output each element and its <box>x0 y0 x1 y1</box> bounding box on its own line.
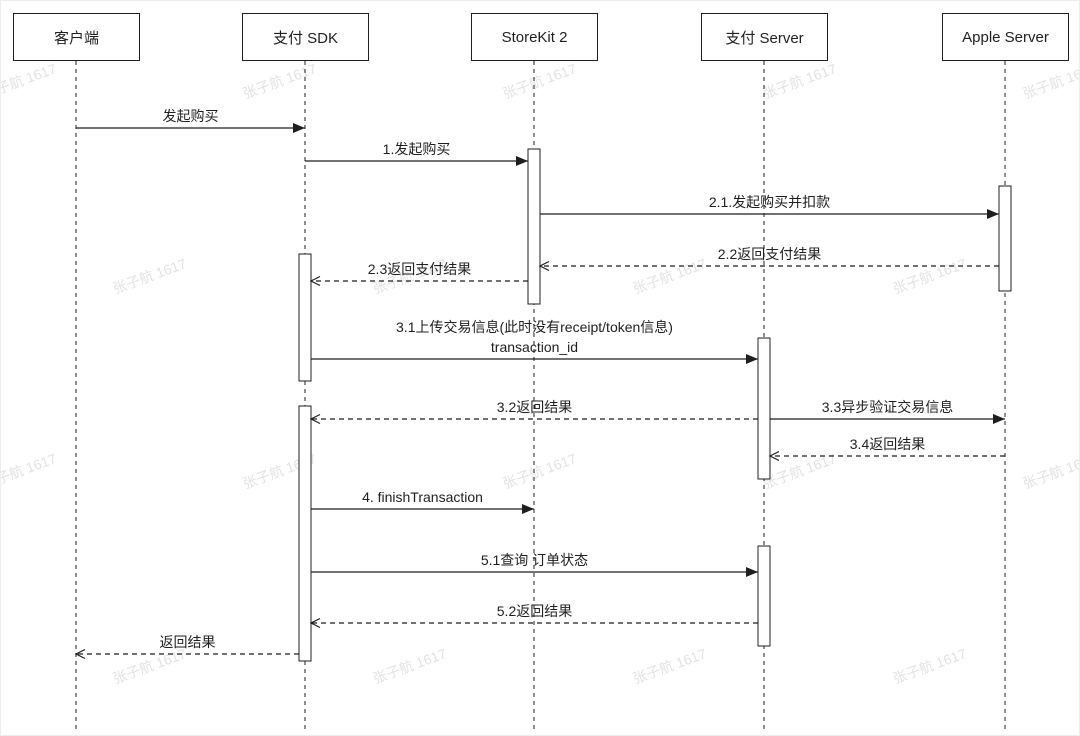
activation-bar-pay-server <box>757 337 771 480</box>
actor-box-apple-server: Apple Server <box>942 13 1069 61</box>
activation-bar-pay-server <box>757 545 771 647</box>
actor-box-storekit2: StoreKit 2 <box>471 13 598 61</box>
actor-box-pay-server: 支付 Server <box>701 13 828 61</box>
activation-bar-pay-sdk <box>298 405 312 662</box>
actor-label: 支付 SDK <box>272 29 338 47</box>
actor-label: StoreKit 2 <box>501 28 568 46</box>
actor-box-pay-sdk: 支付 SDK <box>242 13 369 61</box>
activation-bar-storekit2 <box>527 148 541 305</box>
actor-label: 支付 Server <box>725 29 804 47</box>
actor-label: Apple Server <box>962 28 1049 46</box>
activation-bar-apple-server <box>998 185 1012 292</box>
actor-label: 客户端 <box>53 29 99 47</box>
actor-box-client: 客户端 <box>13 13 140 61</box>
activation-bar-pay-sdk <box>298 253 312 382</box>
